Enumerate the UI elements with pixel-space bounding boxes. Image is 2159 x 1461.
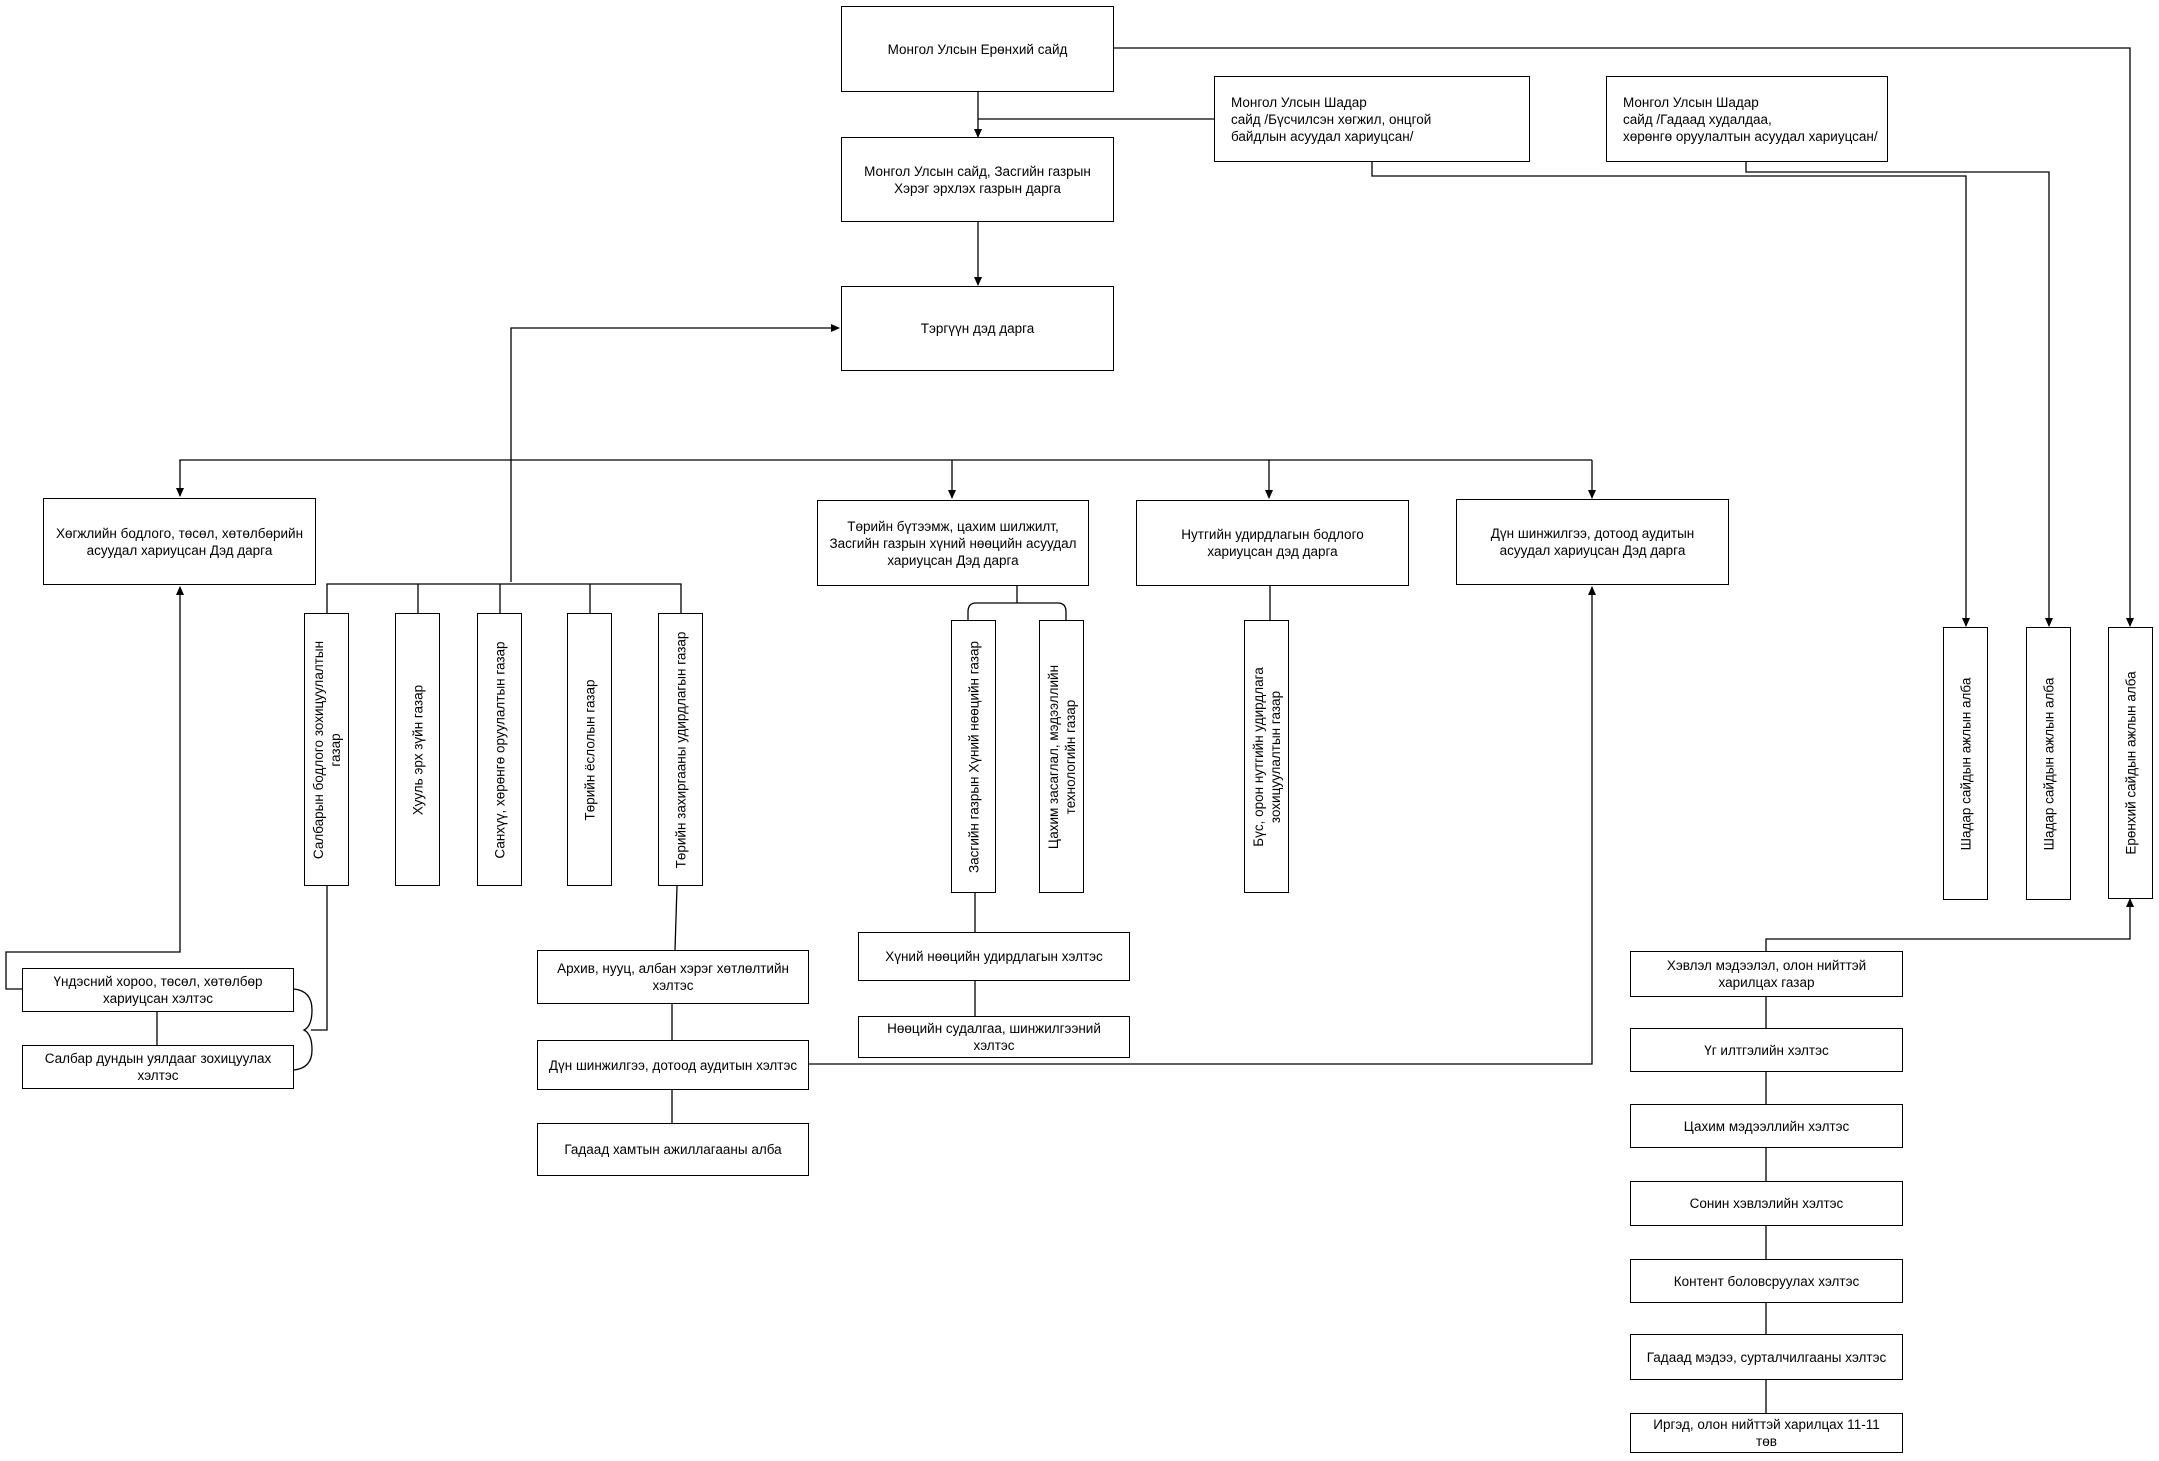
node-dept-legal[interactable]: Хууль эрх зүйн газар — [395, 613, 440, 886]
node-dept-finance-label: Санхүү, хөрөнгө оруулалтын газар — [492, 640, 507, 859]
node-div-hr-management[interactable]: Хүний нөөцийн удирдлагын хэлтэс — [858, 932, 1130, 981]
node-div-foreign-news[interactable]: Гадаад мэдээ, сурталчилгааны хэлтэс — [1630, 1334, 1903, 1380]
node-dept-regional-label: Бүс, орон нутгийн удирдлага зохицуулалты… — [1250, 666, 1283, 847]
node-dept-egov-label: Цахим засаглал, мэдээллийн технологийн г… — [1045, 664, 1078, 849]
node-first-deputy-head[interactable]: Тэргүүн дэд дарга — [841, 286, 1114, 371]
node-dept-state-protocol[interactable]: Төрийн ёслолын газар — [567, 613, 612, 886]
node-dept-sector-policy-label: Салбарын бодлого зохицуулалтын газар — [310, 640, 343, 859]
connector-committee-dev-deputy — [5, 586, 184, 990]
node-dept-government-hr[interactable]: Засгийн газрын Хүний нөөцийн газар — [951, 620, 996, 893]
node-dept-regional-coordination[interactable]: Бүс, орон нутгийн удирдлага зохицуулалты… — [1244, 620, 1289, 893]
node-deputy-development-policy[interactable]: Хөгжлийн бодлого, төсөл, хөтөлбөрийн асу… — [43, 498, 316, 585]
node-deputy-pm-trade[interactable]: Монгол Улсын Шадар сайд /Гадаад худалдаа… — [1606, 76, 1888, 162]
node-office-deputy-1-label: Шадар сайдын ажлын алба — [1958, 677, 1973, 850]
node-dept-public-admin-label: Төрийн захиргааны удирдлагын газар — [673, 631, 688, 868]
connector-deputies-bus — [179, 459, 1592, 461]
node-prime-minister[interactable]: Монгол Улсын Ерөнхий сайд — [841, 6, 1114, 92]
connector-sector-divisions — [311, 886, 328, 1031]
node-dept-egovernance-it[interactable]: Цахим засаглал, мэдээллийн технологийн г… — [1039, 620, 1084, 893]
node-dept-protocol-label: Төрийн ёслолын газар — [582, 678, 597, 821]
node-dept-press-public-relations[interactable]: Хэвлэл мэдээлэл, олон нийттэй харилцах г… — [1630, 951, 1903, 997]
node-deputy-productivity-digital-hr[interactable]: Төрийн бүтээмж, цахим шилжилт, Засгийн г… — [817, 500, 1089, 586]
node-div-national-committee[interactable]: Үндэсний хороо, төсөл, хөтөлбөр хариуцса… — [22, 968, 294, 1012]
node-dept-public-administration[interactable]: Төрийн захиргааны удирдлагын газар — [658, 613, 703, 886]
node-div-intersector-coordination[interactable]: Салбар дундын уялдааг зохицуулах хэлтэс — [22, 1045, 294, 1089]
node-dept-legal-label: Хууль эрх зүйн газар — [410, 684, 425, 815]
connector-structure-split — [967, 586, 1067, 620]
connector-pm-office — [1114, 47, 2134, 627]
node-deputy-pm-regional[interactable]: Монгол Улсын Шадар сайд /Бүсчилсэн хөгжи… — [1214, 76, 1530, 162]
node-dept-hr-label: Засгийн газрын Хүний нөөцийн газар — [966, 640, 981, 873]
node-div-hr-research[interactable]: Нөөцийн судалгаа, шинжилгээний хэлтэс — [858, 1016, 1130, 1058]
connector-pm-office-press — [1765, 898, 2134, 957]
node-div-internal-audit[interactable]: Дүн шинжилгээ, дотоод аудитын хэлтэс — [537, 1040, 809, 1090]
node-office-deputy-2-label: Шадар сайдын ажлын алба — [2041, 677, 2056, 850]
node-div-digital-information[interactable]: Цахим мэдээллийн хэлтэс — [1630, 1104, 1903, 1148]
node-office-deputy-pm-2[interactable]: Шадар сайдын ажлын алба — [2026, 627, 2071, 900]
node-deputy-local-governance[interactable]: Нутгийн удирдлагын бодлого хариуцсан дэд… — [1136, 500, 1409, 586]
node-div-foreign-cooperation[interactable]: Гадаад хамтын ажиллагааны алба — [537, 1123, 809, 1176]
node-div-call-center[interactable]: Иргэд, олон нийттэй харилцах 11-11 төв — [1630, 1413, 1903, 1453]
node-dept-sector-policy[interactable]: Салбарын бодлого зохицуулалтын газар — [304, 613, 349, 886]
node-div-content-development[interactable]: Контент боловсруулах хэлтэс — [1630, 1259, 1903, 1303]
connector-deputy1-office — [1371, 162, 1970, 627]
connector-public-admin-archive — [674, 885, 678, 951]
connector-departments-bus — [326, 583, 682, 614]
node-office-pm-label: Ерөнхий сайдын ажлын алба — [2123, 671, 2138, 855]
connector-audit-division-deputy — [808, 586, 1596, 1065]
node-div-speech[interactable]: Үг илтгэлийн хэлтэс — [1630, 1028, 1903, 1072]
node-deputy-analysis-audit[interactable]: Дүн шинжилгээ, дотоод аудитын асуудал ха… — [1456, 499, 1729, 585]
connector-deputy2-office — [1745, 162, 2053, 627]
node-minister-cabinet-head[interactable]: Монгол Улсын сайд, Засгийн газрын Хэрэг … — [841, 137, 1114, 222]
node-office-prime-minister[interactable]: Ерөнхий сайдын ажлын алба — [2108, 627, 2153, 899]
node-div-archive[interactable]: Архив, нууц, албан хэрэг хөтлөлтийн хэлт… — [537, 950, 809, 1004]
connector-trunk-first-deputy — [510, 324, 840, 582]
node-office-deputy-pm-1[interactable]: Шадар сайдын ажлын алба — [1943, 627, 1988, 900]
node-div-newspaper[interactable]: Сонин хэвлэлийн хэлтэс — [1630, 1181, 1903, 1226]
node-dept-finance-investment[interactable]: Санхүү, хөрөнгө оруулалтын газар — [477, 613, 522, 886]
connector-division-bracket — [293, 988, 313, 1071]
